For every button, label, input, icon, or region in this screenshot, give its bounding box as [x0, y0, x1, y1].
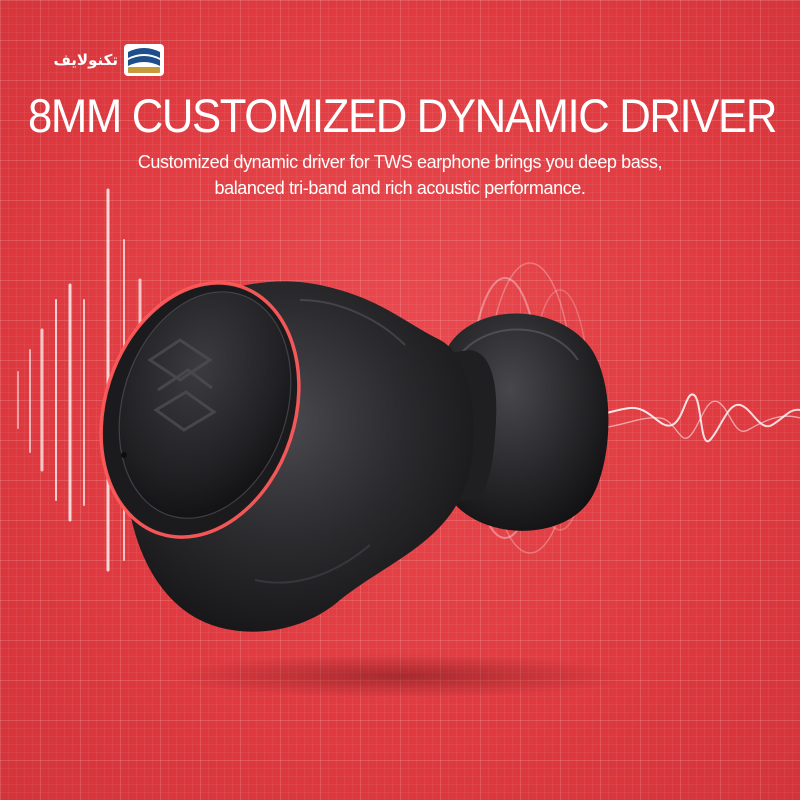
- subtitle-line-1: Customized dynamic driver for TWS earpho…: [137, 152, 663, 172]
- brand-logo[interactable]: تکنولایف: [36, 40, 166, 80]
- accent-ring: [99, 281, 301, 539]
- earbud-shadow: [170, 654, 630, 698]
- brand-name: تکنولایف: [53, 51, 118, 69]
- earbud-logo-icon: [147, 338, 217, 432]
- brand-mark-icon: [124, 44, 164, 76]
- page-title: 8MM CUSTOMIZED DYNAMIC DRIVER: [28, 89, 777, 142]
- earbud-face: [99, 281, 301, 539]
- subtitle-line-2: balanced tri-band and rich acoustic perf…: [214, 178, 586, 198]
- microphone-hole-icon: [121, 452, 127, 458]
